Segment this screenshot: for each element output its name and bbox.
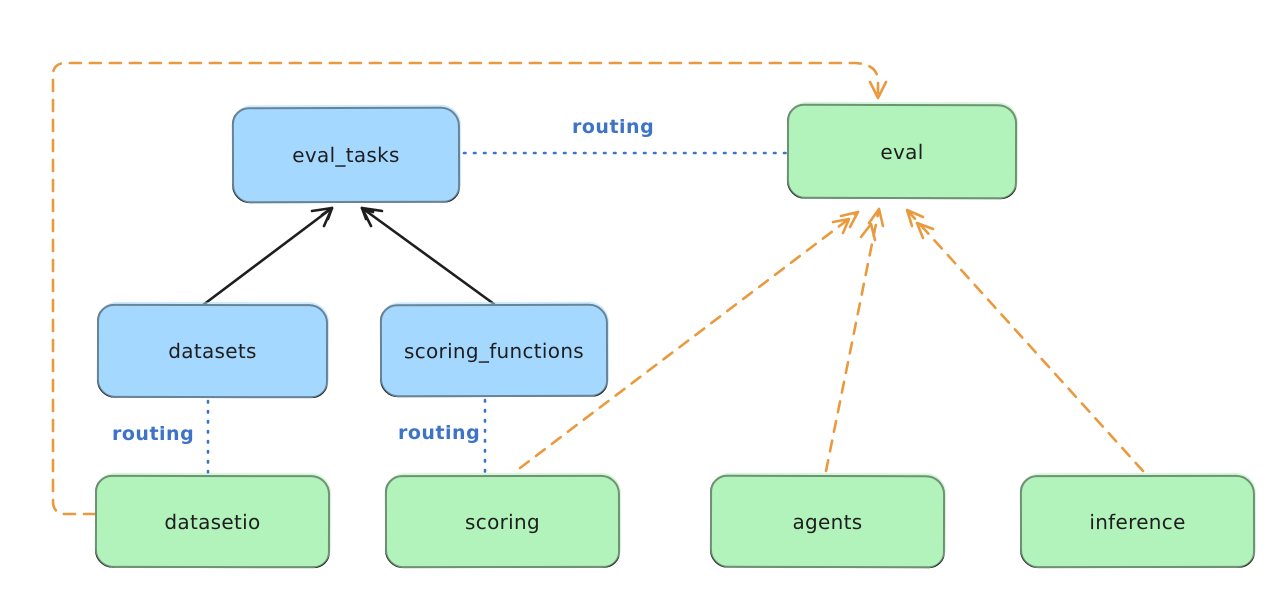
node-scoring-label: scoring bbox=[465, 509, 540, 534]
node-scoring-functions-label: scoring_functions bbox=[403, 338, 585, 363]
arrow-agents-to-eval bbox=[824, 207, 885, 473]
node-inference-label: inference bbox=[1089, 509, 1186, 534]
node-agents-label: agents bbox=[792, 509, 863, 534]
node-eval: eval bbox=[786, 103, 1018, 200]
node-datasetio: datasetio bbox=[94, 474, 331, 569]
node-eval-tasks: eval_tasks bbox=[231, 106, 461, 204]
arrow-scoring-functions-to-eval-tasks bbox=[360, 206, 496, 306]
arrow-inference-to-eval bbox=[905, 208, 1145, 473]
arrow-datasetio-to-eval bbox=[51, 61, 888, 516]
node-scoring: scoring bbox=[384, 474, 621, 569]
arrow-datasets-to-eval-tasks bbox=[201, 206, 334, 307]
routing-label-scoring-functions-scoring: routing bbox=[398, 422, 481, 444]
node-agents: agents bbox=[709, 474, 946, 569]
arrow-scoring-to-eval bbox=[518, 210, 860, 470]
node-datasets: datasets bbox=[96, 303, 329, 399]
node-inference: inference bbox=[1019, 474, 1256, 569]
routing-label-datasets-datasetio: routing bbox=[112, 423, 195, 445]
node-datasetio-label: datasetio bbox=[164, 509, 261, 534]
routing-label-eval-tasks-eval: routing bbox=[572, 116, 655, 138]
node-datasets-label: datasets bbox=[168, 338, 257, 364]
node-eval-tasks-label: eval_tasks bbox=[292, 142, 400, 168]
node-scoring-functions: scoring_functions bbox=[379, 303, 609, 398]
node-eval-label: eval bbox=[880, 139, 924, 164]
